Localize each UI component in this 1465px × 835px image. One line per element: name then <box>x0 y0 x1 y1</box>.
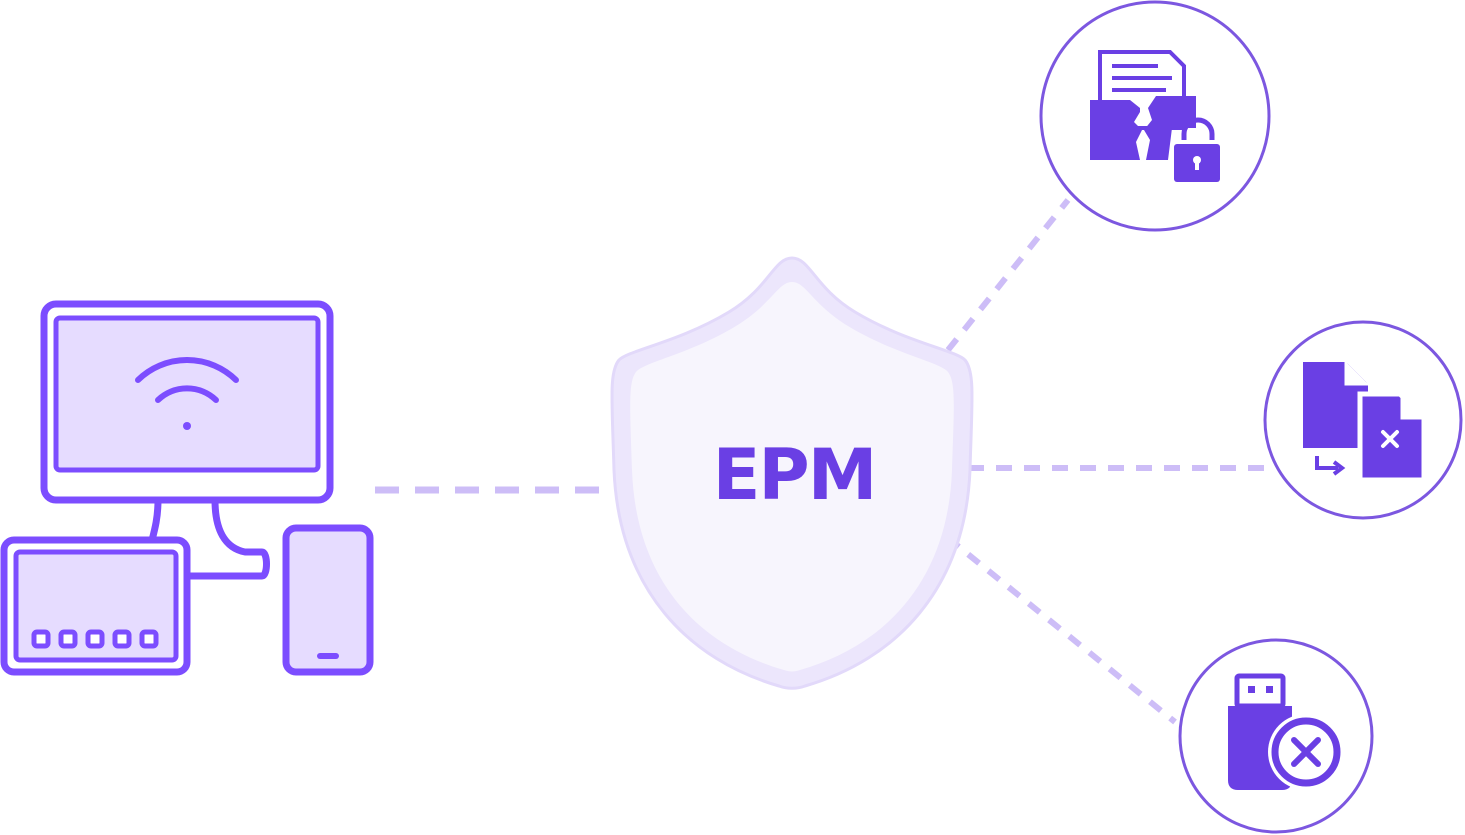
usb-blocked-icon <box>1228 673 1344 790</box>
tablet-screen <box>13 549 179 663</box>
computer-tablet-phone-icon <box>0 300 374 676</box>
connector-lines <box>375 198 1270 725</box>
monitor-screen <box>53 315 321 473</box>
phone <box>282 524 374 676</box>
shield-label: EPM <box>713 434 876 516</box>
file-copy-circle <box>1263 320 1463 520</box>
wifi-icon <box>135 356 239 430</box>
shield-inner <box>630 282 954 672</box>
broken-folder-lock-icon <box>1090 50 1220 182</box>
data-loss-circle <box>1039 0 1271 232</box>
connector-shield-usb <box>946 535 1177 725</box>
epm-shield: EPM <box>610 256 974 690</box>
usb-circle <box>1178 638 1374 834</box>
tablet-dots <box>31 629 159 649</box>
file-copy-blocked-icon <box>1303 362 1427 483</box>
connector-shield-data-loss <box>945 198 1071 352</box>
